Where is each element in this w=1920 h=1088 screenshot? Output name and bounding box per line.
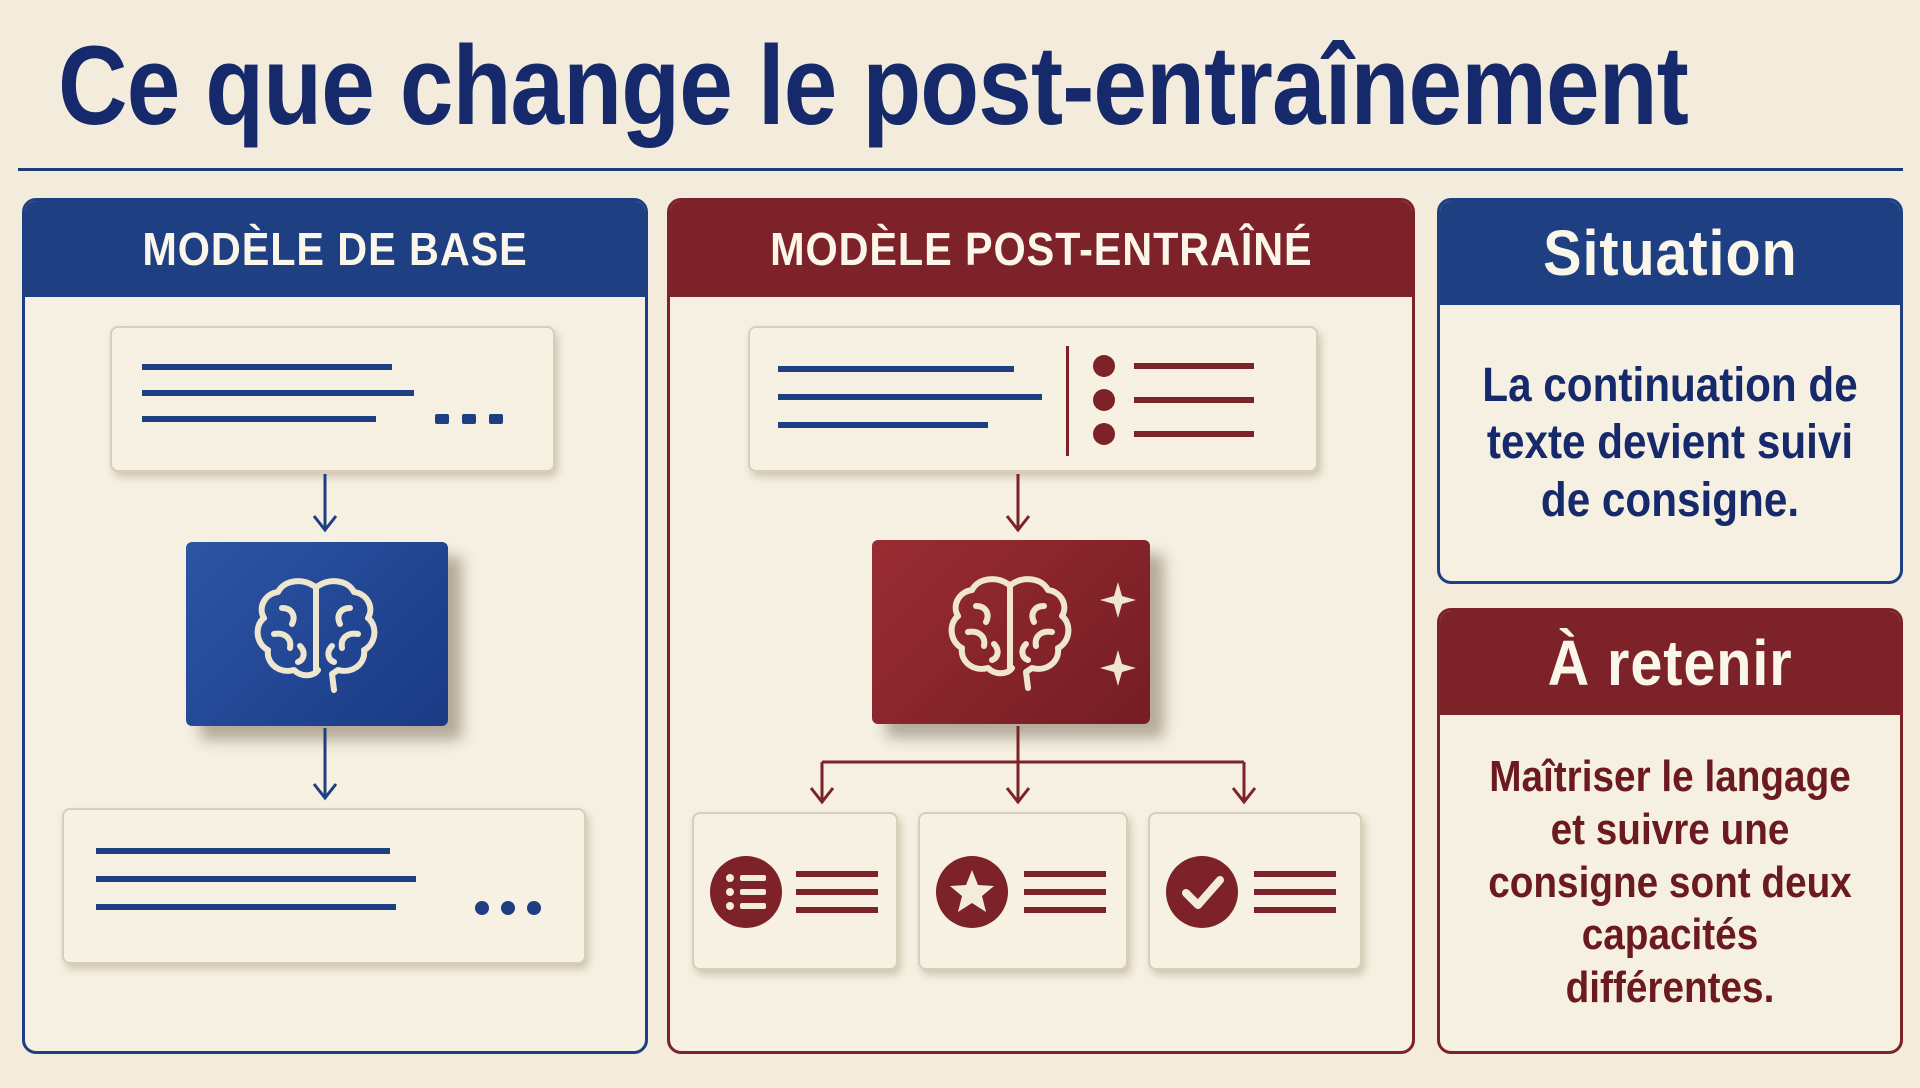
takeaway-body: Maîtriser le langage et suivre une consi… xyxy=(1440,715,1900,1051)
situation-body: La continuation de texte devient suivi d… xyxy=(1440,305,1900,581)
sparkle-icon xyxy=(1100,582,1136,686)
list-icon xyxy=(710,856,782,928)
takeaway-text: Maîtriser le langage et suivre une consi… xyxy=(1488,752,1852,1013)
takeaway-header: À retenir xyxy=(1440,611,1900,715)
star-output-card xyxy=(918,812,1128,970)
base-model-block xyxy=(186,542,448,726)
star-icon xyxy=(936,856,1008,928)
base-output-card xyxy=(62,808,586,964)
ellipsis-icon xyxy=(435,414,503,424)
bullet-list-icon xyxy=(1093,355,1254,445)
base-input-card xyxy=(110,326,555,472)
brain-icon xyxy=(948,576,1072,691)
title-divider xyxy=(18,168,1903,171)
list-output-card xyxy=(692,812,898,970)
ellipsis-icon xyxy=(475,901,541,915)
takeaway-heading: À retenir xyxy=(1547,627,1793,699)
base-model-heading: MODÈLE DE BASE xyxy=(142,223,528,275)
brain-icon xyxy=(254,578,378,693)
base-input-lines xyxy=(142,364,503,424)
base-model-header: MODÈLE DE BASE xyxy=(25,201,645,297)
situation-heading: Situation xyxy=(1542,217,1798,289)
post-trained-heading: MODÈLE POST-ENTRAÎNÉ xyxy=(769,223,1313,275)
check-icon xyxy=(1166,856,1238,928)
post-trained-header: MODÈLE POST-ENTRAÎNÉ xyxy=(670,201,1412,297)
base-output-lines xyxy=(96,848,541,915)
takeaway-panel: À retenir Maîtriser le langage et suivre… xyxy=(1437,608,1903,1054)
post-input-lines xyxy=(778,346,1254,456)
page-title: Ce que change le post-entraînement xyxy=(58,23,1689,148)
situation-header: Situation xyxy=(1440,201,1900,305)
post-input-card xyxy=(748,326,1318,472)
situation-panel: Situation La continuation de texte devie… xyxy=(1437,198,1903,584)
post-model-block xyxy=(872,540,1150,724)
situation-text: La continuation de texte devient suivi d… xyxy=(1482,358,1858,527)
check-output-card xyxy=(1148,812,1362,970)
